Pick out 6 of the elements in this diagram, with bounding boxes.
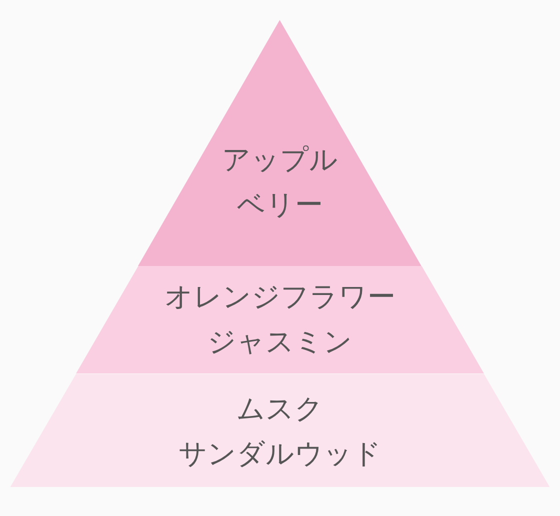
note-text: サンダルウッド [178,436,382,472]
note-text: オレンジフラワー [164,279,396,315]
note-text: ベリー [236,187,323,223]
note-text: アップル [222,142,338,178]
note-text: ジャスミン [208,324,352,360]
note-text: ムスク [236,391,324,427]
